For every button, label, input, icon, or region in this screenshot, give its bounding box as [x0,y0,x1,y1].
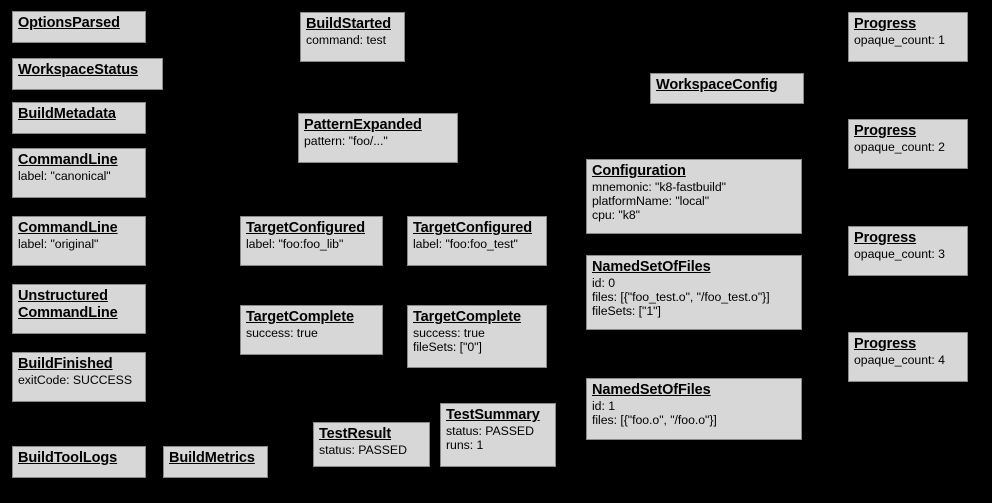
node-title: NamedSetOfFiles [592,382,711,398]
node-field: success: true [413,325,485,340]
node-title: PatternExpanded [304,117,422,133]
node-workspace-config[interactable]: WorkspaceConfig [650,73,804,104]
node-field: status: PASSED [446,423,534,438]
node-title: BuildMetrics [169,450,255,466]
node-title: CommandLine [18,220,118,236]
node-field: label: "original" [18,236,99,251]
node-field: runs: 1 [446,438,484,453]
node-field: id: 0 [592,275,615,290]
node-field: exitCode: SUCCESS [18,372,132,387]
node-field: mnemonic: "k8-fastbuild" [592,179,726,194]
node-title: TargetConfigured [413,220,532,236]
node-field: fileSets: ["1"] [592,304,661,319]
node-unstructured-command-line[interactable]: Unstructured CommandLine [12,284,146,334]
node-build-metrics[interactable]: BuildMetrics [163,446,268,478]
node-field: fileSets: ["0"] [413,340,482,355]
node-field: opaque_count: 1 [854,32,945,47]
node-title: CommandLine [18,152,118,168]
node-title: NamedSetOfFiles [592,259,711,275]
node-title: BuildToolLogs [18,450,118,466]
node-title: WorkspaceStatus [18,62,138,78]
node-options-parsed[interactable]: OptionsParsed [12,11,146,43]
node-field: opaque_count: 3 [854,246,945,261]
node-field: status: PASSED [319,442,407,457]
node-build-metadata[interactable]: BuildMetadata [12,102,146,134]
node-field: opaque_count: 2 [854,139,945,154]
node-title: WorkspaceConfig [656,77,778,93]
node-title: Unstructured CommandLine [18,288,118,321]
node-title: TestResult [319,426,392,442]
node-title: TestSummary [446,407,540,423]
node-title: TargetConfigured [246,220,365,236]
node-field: cpu: "k8" [592,208,640,223]
node-field: platformName: "local" [592,194,710,209]
node-build-tool-logs[interactable]: BuildToolLogs [12,446,146,478]
node-title: BuildFinished [18,356,113,372]
node-field: label: "foo:foo_test" [413,236,518,251]
node-field: id: 1 [592,398,615,413]
node-title: Configuration [592,163,686,179]
node-title: Progress [854,16,917,32]
node-field: files: [{"foo.o", "/foo.o"}] [592,413,717,428]
node-title: Progress [854,336,917,352]
node-field: files: [{"foo_test.o", "/foo_test.o"}] [592,290,770,305]
node-field: command: test [306,32,386,47]
node-field: opaque_count: 4 [854,352,945,367]
node-title: TargetComplete [246,309,354,325]
node-title: Progress [854,123,917,139]
node-field: label: "canonical" [18,168,111,183]
node-field: label: "foo:foo_lib" [246,236,344,251]
node-title: BuildMetadata [18,106,116,122]
node-title: Progress [854,230,917,246]
node-field: pattern: "foo/..." [304,133,388,148]
node-title: OptionsParsed [18,15,120,31]
node-title: TargetComplete [413,309,521,325]
node-field: success: true [246,325,318,340]
node-title: BuildStarted [306,16,392,32]
node-workspace-status[interactable]: WorkspaceStatus [12,58,163,90]
